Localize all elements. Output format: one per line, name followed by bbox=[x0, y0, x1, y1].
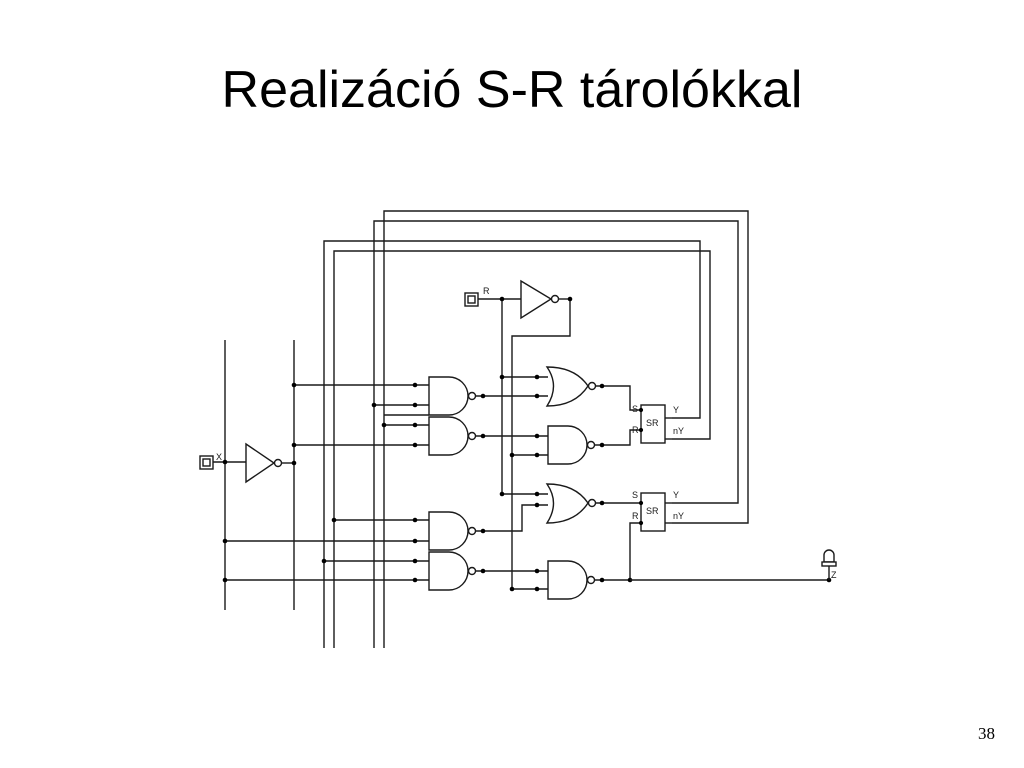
sr-flipflop-2-label: SR bbox=[646, 506, 659, 516]
flipflop-input-wires bbox=[594, 383, 832, 583]
sr-flipflop-2-ny-pin: nY bbox=[673, 511, 684, 521]
sr-flipflop-1-label: SR bbox=[646, 418, 659, 428]
sr-flipflop-1: SR S R Y nY bbox=[632, 404, 684, 444]
sr-flipflop-1-r-pin: R bbox=[632, 425, 639, 435]
feedback-wires bbox=[323, 210, 749, 648]
page-number: 38 bbox=[978, 724, 995, 743]
sr-flipflop-2-y-pin: Y bbox=[673, 490, 679, 500]
sr-flipflop-2-r-pin: R bbox=[632, 511, 639, 521]
input-bus-lines bbox=[224, 340, 295, 610]
sr-flipflop-1-y-pin: Y bbox=[673, 405, 679, 415]
x-input: X bbox=[199, 442, 297, 484]
x-input-label: X bbox=[216, 452, 222, 462]
z-output-label: Z bbox=[831, 570, 837, 580]
r-input-label: R bbox=[483, 286, 490, 296]
r-input: R bbox=[464, 279, 573, 589]
slide-title: Realizáció S-R tárolókkal bbox=[221, 61, 803, 119]
inter-level-wires bbox=[475, 374, 548, 592]
sr-flipflop-1-ny-pin: nY bbox=[673, 426, 684, 436]
z-output: Z bbox=[821, 549, 837, 580]
sr-flipflop-1-s-pin: S bbox=[632, 404, 638, 414]
first-level-gates bbox=[222, 376, 477, 591]
second-level-gates bbox=[545, 366, 597, 600]
sr-flipflop-2-s-pin: S bbox=[632, 490, 638, 500]
sr-flipflop-2: SR S R Y nY bbox=[632, 490, 684, 532]
